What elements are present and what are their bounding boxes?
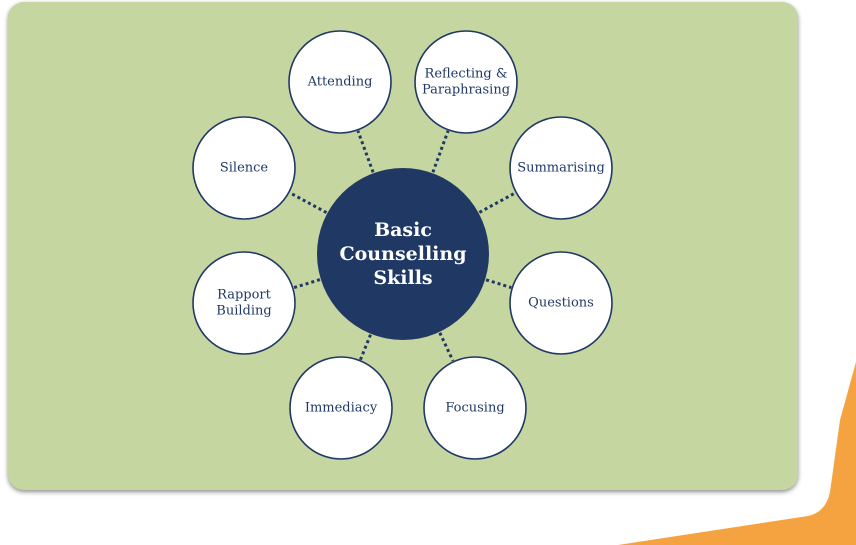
skill-node-immediacy: Immediacy	[289, 356, 393, 460]
connector-group	[288, 130, 517, 362]
node-group: Attending Reflecting &ParaphrasingSummari…	[192, 30, 613, 460]
skill-circle-questions	[509, 251, 613, 355]
center-title-line: Basic	[374, 219, 432, 241]
skill-node-questions: Questions	[509, 251, 613, 355]
connector-rapport	[293, 278, 321, 290]
skill-node-focusing: Focusing	[423, 356, 527, 460]
skill-label-questions: Questions	[528, 296, 594, 311]
skill-label-attending: Attending	[307, 75, 373, 90]
skill-label-focusing: Focusing	[445, 401, 504, 416]
skill-node-attending: Attending	[288, 30, 392, 134]
connector-reflecting	[431, 130, 450, 173]
skill-circle-reflecting	[414, 30, 518, 134]
center-circle	[317, 168, 489, 340]
skill-circle-rapport	[192, 251, 296, 355]
skill-node-summarising: Summarising	[509, 116, 613, 220]
skill-label-reflecting: Paraphrasing	[422, 83, 510, 98]
connector-focusing	[438, 332, 455, 362]
skill-circle-attending	[288, 30, 392, 134]
skill-label-immediacy: Immediacy	[305, 401, 378, 416]
center-title-line: Counselling	[340, 243, 467, 265]
skill-circle-immediacy	[289, 356, 393, 460]
connector-attending	[356, 130, 375, 173]
skill-node-silence: Silence	[192, 116, 296, 220]
skill-label-reflecting: Reflecting &	[425, 67, 508, 82]
skill-label-summarising: Summarising	[517, 161, 605, 176]
skill-circle-focusing	[423, 356, 527, 460]
skill-label-rapport: Building	[216, 304, 271, 319]
skill-label-rapport: Rapport	[217, 288, 272, 303]
skill-circle-silence	[192, 116, 296, 220]
connector-immediacy	[359, 334, 372, 361]
skill-label-silence: Silence	[220, 161, 269, 176]
skill-circle-summarising	[509, 116, 613, 220]
skill-node-reflecting: Reflecting &Paraphrasing	[414, 30, 518, 134]
center-title-line: Skills	[373, 267, 432, 289]
connector-silence	[288, 191, 328, 214]
connector-questions	[485, 278, 512, 290]
connector-summarising	[478, 191, 517, 214]
